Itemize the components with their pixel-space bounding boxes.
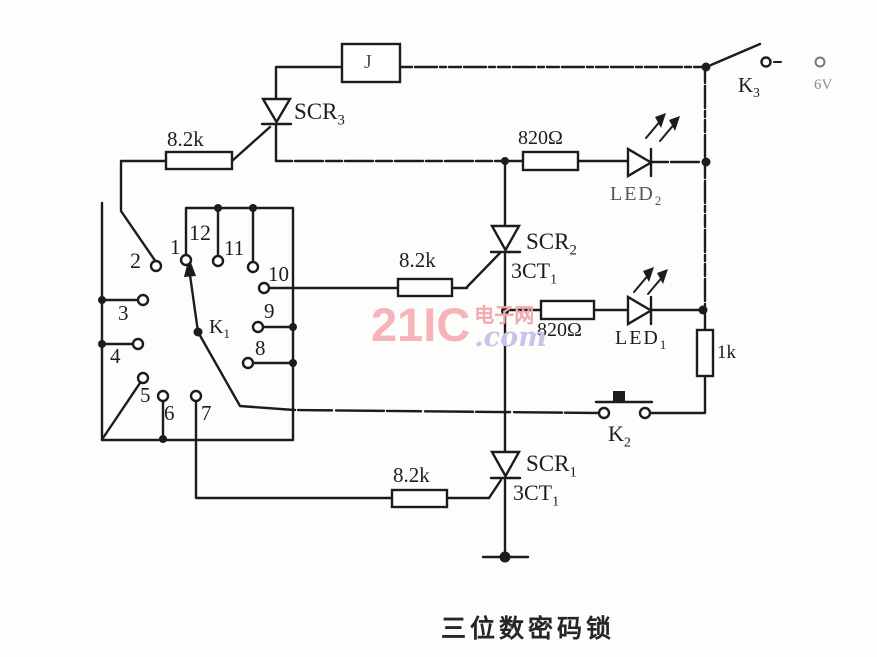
resistor-gate-scr1 <box>390 488 449 509</box>
pushbutton-k2-label: K2 <box>608 421 631 451</box>
resistor-gate-scr3-label: 8.2k <box>167 127 204 151</box>
contact-label-12: 12 <box>189 220 211 245</box>
contact-label-2: 2 <box>130 248 141 273</box>
relay-label: J <box>364 51 372 73</box>
scr3-label: SCR3 <box>294 99 345 129</box>
junction-dots <box>98 62 711 443</box>
resistor-gate-scr2-label: 8.2k <box>399 248 436 272</box>
led1-label: LED1 <box>615 327 669 352</box>
scr1-symbol <box>489 450 522 480</box>
led2-label: LED2 <box>610 183 664 208</box>
resistor-gate-scr2 <box>396 277 454 298</box>
power-label: 6V <box>814 77 833 93</box>
resistor-led1-label: 820Ω <box>537 319 582 341</box>
scr2-label: SCR2 <box>526 229 577 259</box>
resistor-led1 <box>539 299 596 321</box>
resistor-gate-scr3 <box>164 150 234 171</box>
scr1-label: SCR1 <box>526 451 577 481</box>
figure-caption: 三位数密码锁 <box>441 616 616 643</box>
contact-label-8: 8 <box>255 336 266 360</box>
contact-label-4: 4 <box>110 344 121 368</box>
circuit-wires <box>100 65 707 558</box>
contact-label-6: 6 <box>164 401 175 425</box>
contact-label-5: 5 <box>140 383 151 407</box>
scr2-symbol <box>489 224 522 254</box>
contact-label-1: 1 <box>170 235 181 259</box>
resistor-led2 <box>521 150 580 172</box>
contact-label-11: 11 <box>224 236 245 260</box>
switch-k3 <box>709 42 826 68</box>
resistor-load-1k <box>695 328 715 378</box>
rotary-switch-k1-label: K1 <box>209 316 230 341</box>
scr3-symbol <box>260 97 293 163</box>
resistor-load-label: 1k <box>717 342 736 363</box>
scr2-part-label: 3CT1 <box>511 258 558 288</box>
led1-symbol <box>626 267 668 327</box>
relay-coil <box>340 42 402 84</box>
contact-label-7: 7 <box>201 401 212 425</box>
pushbutton-k2 <box>594 391 654 420</box>
contact-label-3: 3 <box>118 301 129 325</box>
led2-symbol <box>626 113 680 179</box>
scr1-part-label: 3CT1 <box>513 480 560 510</box>
resistor-gate-scr1-label: 8.2k <box>393 463 430 487</box>
contact-label-10: 10 <box>268 262 289 286</box>
ground-symbol <box>481 551 530 563</box>
contact-label-9: 9 <box>264 299 275 323</box>
rotary-switch-k1 <box>131 253 296 412</box>
resistor-led2-label: 820Ω <box>518 127 563 149</box>
switch-k3-label: K3 <box>738 73 760 101</box>
